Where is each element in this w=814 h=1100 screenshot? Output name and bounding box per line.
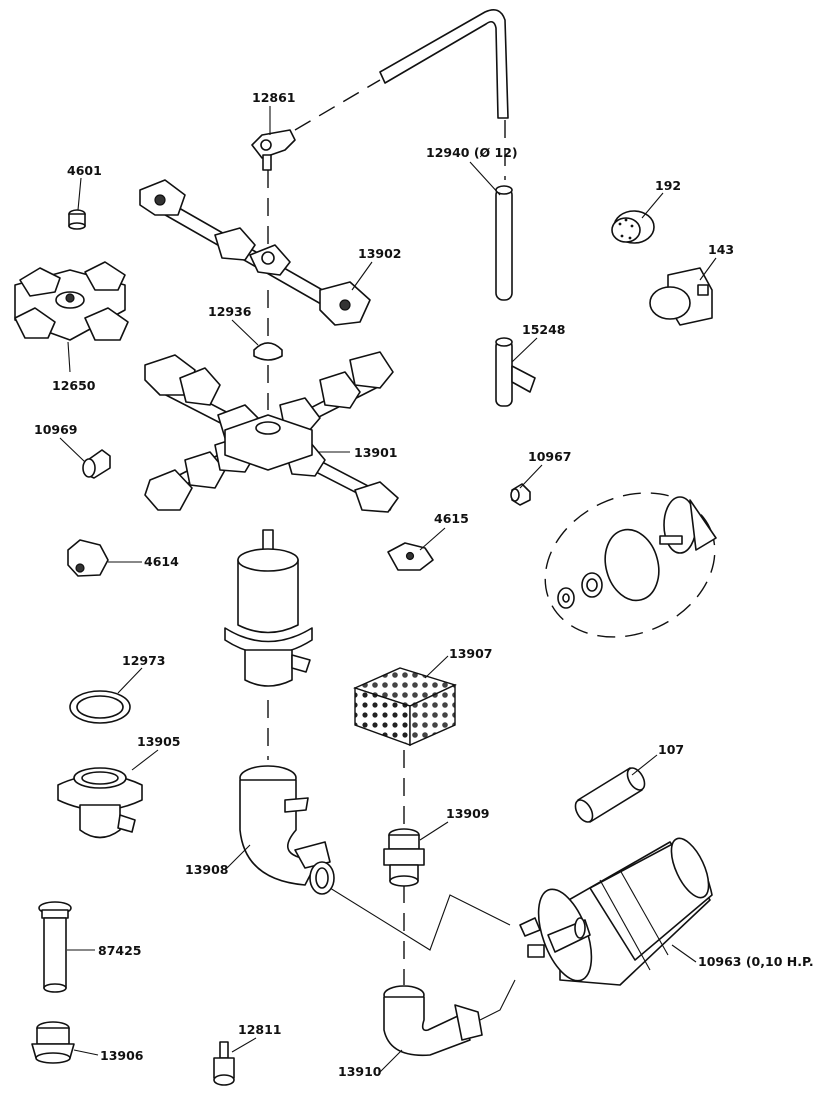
cap-12936	[253, 342, 283, 361]
label-143: 143	[708, 242, 734, 257]
o-ring-12973	[69, 690, 131, 724]
label-12936: 12936	[208, 304, 252, 319]
label-12650: 12650	[52, 378, 96, 393]
cap-10969	[82, 449, 111, 479]
label-13906: 13906	[100, 1048, 144, 1063]
assembly-lines	[267, 79, 516, 1021]
label-12940: 12940 (Ø 12)	[426, 145, 518, 160]
fitting-13909	[383, 828, 425, 887]
tee-15248	[495, 337, 536, 407]
fitting-13906	[31, 1021, 75, 1064]
hub-12650	[14, 261, 129, 341]
label-13909: 13909	[446, 806, 490, 821]
label-13910: 13910	[338, 1064, 382, 1079]
filter-13907	[353, 667, 457, 747]
seal-kit-group	[544, 492, 717, 638]
switch-143	[649, 267, 713, 326]
label-10967: 10967	[528, 449, 572, 464]
elbow-hose-13910	[383, 985, 483, 1057]
valve-12811	[213, 1041, 235, 1086]
label-13902: 13902	[358, 246, 402, 261]
label-107: 107	[658, 742, 684, 757]
part-labels: 12861 12940 (Ø 12) 4601 192 13902 143 12…	[34, 90, 814, 1079]
label-12973: 12973	[122, 653, 166, 668]
label-15248: 15248	[522, 322, 566, 337]
leader-lines	[59, 106, 717, 1073]
wash-arm-13902	[139, 179, 371, 326]
nozzle-4614	[67, 539, 109, 577]
label-87425: 87425	[98, 943, 142, 958]
label-13907: 13907	[449, 646, 493, 661]
knob-192	[611, 210, 655, 244]
label-13905: 13905	[137, 734, 181, 749]
nozzle-4615	[387, 542, 434, 571]
bush-4601	[68, 209, 86, 230]
label-192: 192	[655, 178, 681, 193]
label-10963: 10963 (0,10 H.P.)	[698, 954, 814, 969]
cap-10967	[510, 483, 531, 506]
label-13908: 13908	[185, 862, 229, 877]
label-12861: 12861	[252, 90, 296, 105]
wash-arm-13901	[144, 351, 399, 513]
label-10969: 10969	[34, 422, 78, 437]
pump-housing	[224, 529, 313, 687]
elbow-hose-13908	[239, 765, 335, 895]
flange-13905	[57, 767, 143, 839]
label-4614: 4614	[144, 554, 179, 569]
label-4615: 4615	[434, 511, 469, 526]
tube-87425	[38, 901, 72, 993]
nozzle-12861	[251, 129, 296, 171]
capacitor-107	[574, 767, 646, 823]
label-4601: 4601	[67, 163, 102, 178]
motor-10963	[519, 837, 713, 986]
label-13901: 13901	[354, 445, 398, 460]
label-12811: 12811	[238, 1022, 282, 1037]
